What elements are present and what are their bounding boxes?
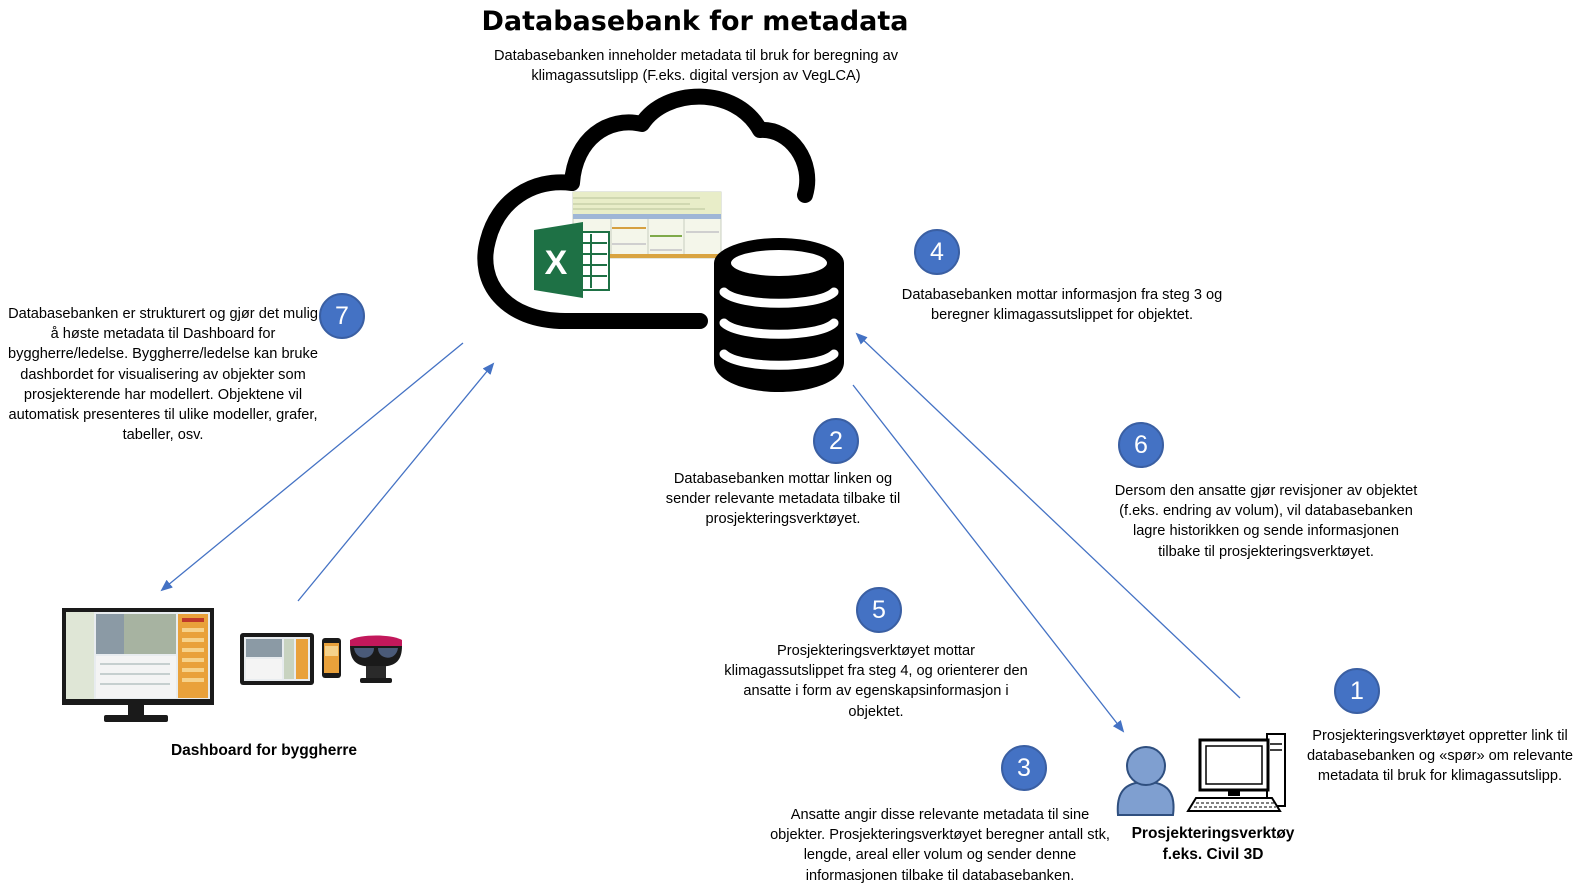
arrows xyxy=(160,332,1241,733)
step-text-7: Databasebanken er strukturert og gjør de… xyxy=(8,306,318,444)
step-badge-3: 3 xyxy=(1001,745,1047,791)
arrow-cloud-to-dashboard xyxy=(160,342,464,592)
step-text-6: Dersom den ansatte gjør revisjoner av ob… xyxy=(1114,483,1418,560)
tablet-icon xyxy=(240,633,314,685)
computer-icon xyxy=(1186,733,1286,812)
phone-icon xyxy=(322,638,341,678)
step-badge-4: 4 xyxy=(914,229,960,275)
step-badge-1: 1 xyxy=(1334,668,1380,714)
diagram-subtitle: Databasebanken inneholder metadata til b… xyxy=(493,48,899,85)
step-badge-6: 6 xyxy=(1118,422,1164,468)
step-text-3: Ansatte angir disse relevante metadata t… xyxy=(770,807,1110,884)
step-badge-5: 5 xyxy=(856,587,902,633)
tool-label-line2: f.eks. Civil 3D xyxy=(1162,846,1264,863)
arrow-dashboard-to-cloud xyxy=(297,362,495,602)
svg-text:X: X xyxy=(545,244,568,282)
tool-label-line1: Prosjekteringsverktøy xyxy=(1131,825,1295,842)
step-text-1: Prosjekteringsverktøyet oppretter link t… xyxy=(1306,728,1574,785)
dashboard-label: Dashboard for byggherre xyxy=(170,742,358,759)
vr-headset-icon xyxy=(350,635,402,683)
monitor-icon xyxy=(62,608,214,722)
user-icon xyxy=(1116,746,1175,816)
spreadsheet-thumbnail xyxy=(572,191,722,259)
excel-icon: X xyxy=(534,222,610,298)
arrow-database-to-user xyxy=(852,384,1125,733)
step-text-2: Databasebanken mottar linken og sender r… xyxy=(665,471,901,528)
step-text-5: Prosjekteringsverktøyet mottar klimagass… xyxy=(724,643,1028,720)
step-text-4: Databasebanken mottar informasjon fra st… xyxy=(901,287,1223,324)
step-badge-7: 7 xyxy=(319,293,365,339)
step-badge-2: 2 xyxy=(813,418,859,464)
cloud-icon xyxy=(477,88,816,329)
database-icon xyxy=(714,238,844,392)
tool-label: Prosjekteringsverktøy f.eks. Civil 3D xyxy=(1110,823,1316,865)
arrow-computer-to-database xyxy=(855,332,1241,699)
diagram-title: Databasebank for metadata xyxy=(481,6,909,37)
